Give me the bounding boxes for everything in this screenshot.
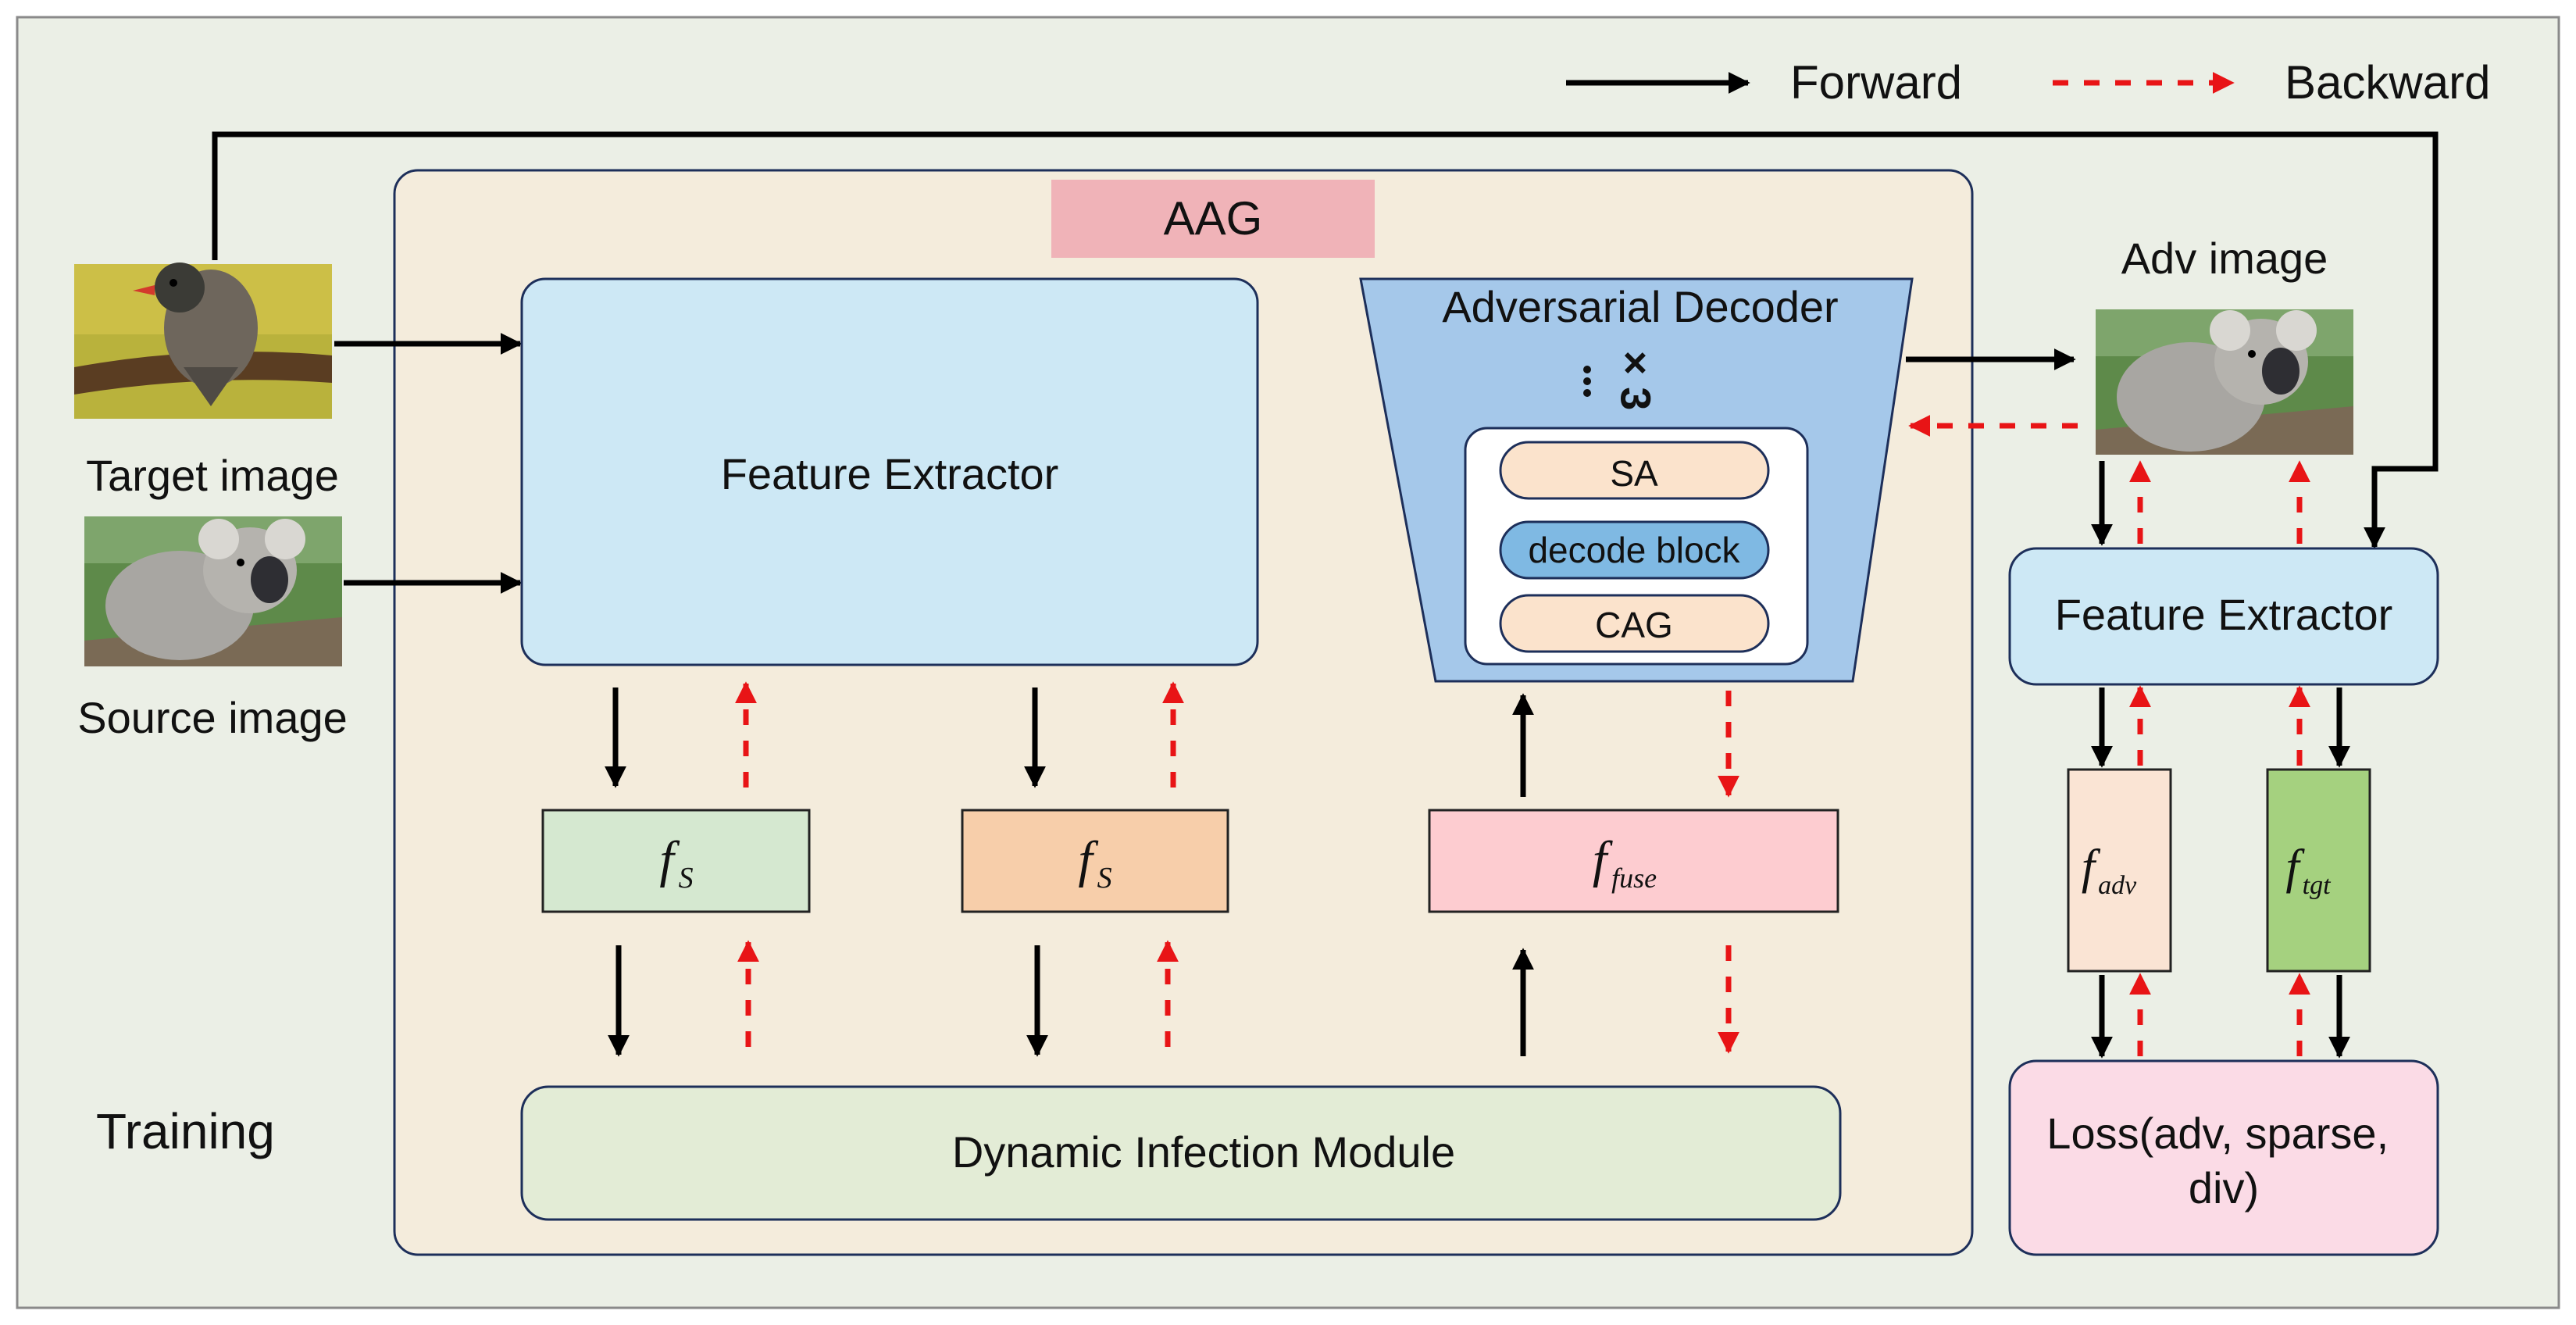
legend-backward-label: Backward <box>2285 56 2490 109</box>
dynamic-infection-module <box>520 1085 1842 1221</box>
sa-block <box>1499 441 1770 500</box>
decoder-ellipsis-icon <box>1583 366 1591 397</box>
feature-fs-2 <box>961 809 1229 913</box>
loss-label: Loss(adv, sparse, div) <box>2046 1109 2400 1212</box>
feature-extractor <box>520 277 1259 666</box>
adv-image-label: Adv image <box>2121 234 2328 283</box>
source-image-label: Source image <box>77 693 348 742</box>
adv-image <box>2096 309 2353 455</box>
dynamic-infection-module-label: Dynamic Infection Module <box>952 1127 1455 1177</box>
feature-ffuse <box>1428 809 1839 913</box>
feature-fadv <box>2067 768 2172 973</box>
loss-label-line-2: div) <box>2189 1163 2259 1212</box>
cag-block-label: CAG <box>1595 605 1673 645</box>
aag-title-box <box>1051 180 1375 258</box>
decode-block-label: decode block <box>1528 530 1740 570</box>
feature-extractor-label: Feature Extractor <box>721 449 1059 498</box>
sa-block-label: SA <box>1610 453 1658 494</box>
adversarial-decoder-title: Adversarial Decoder <box>1442 282 1838 331</box>
right-feature-extractor <box>2008 547 2439 686</box>
legend-forward-label: Forward <box>1790 56 1962 109</box>
aag-title: AAG <box>1164 192 1263 245</box>
source-image <box>84 516 342 666</box>
decode-block <box>1499 520 1770 580</box>
loss-box <box>2008 1059 2439 1256</box>
cag-block <box>1499 594 1770 653</box>
target-image-label: Target image <box>86 451 339 500</box>
decoder-repeat-label: × 3 <box>1612 351 1659 411</box>
target-image <box>74 262 332 419</box>
training-label: Training <box>96 1103 275 1159</box>
loss-label-line-1: Loss(adv, sparse, <box>2046 1109 2389 1158</box>
legend: Forward Backward <box>1566 56 2490 109</box>
feature-ftgt <box>2266 768 2371 973</box>
feature-fs-1 <box>541 809 811 913</box>
right-feature-extractor-label: Feature Extractor <box>2055 590 2393 639</box>
target-to-right-extractor-connector <box>212 131 2439 549</box>
